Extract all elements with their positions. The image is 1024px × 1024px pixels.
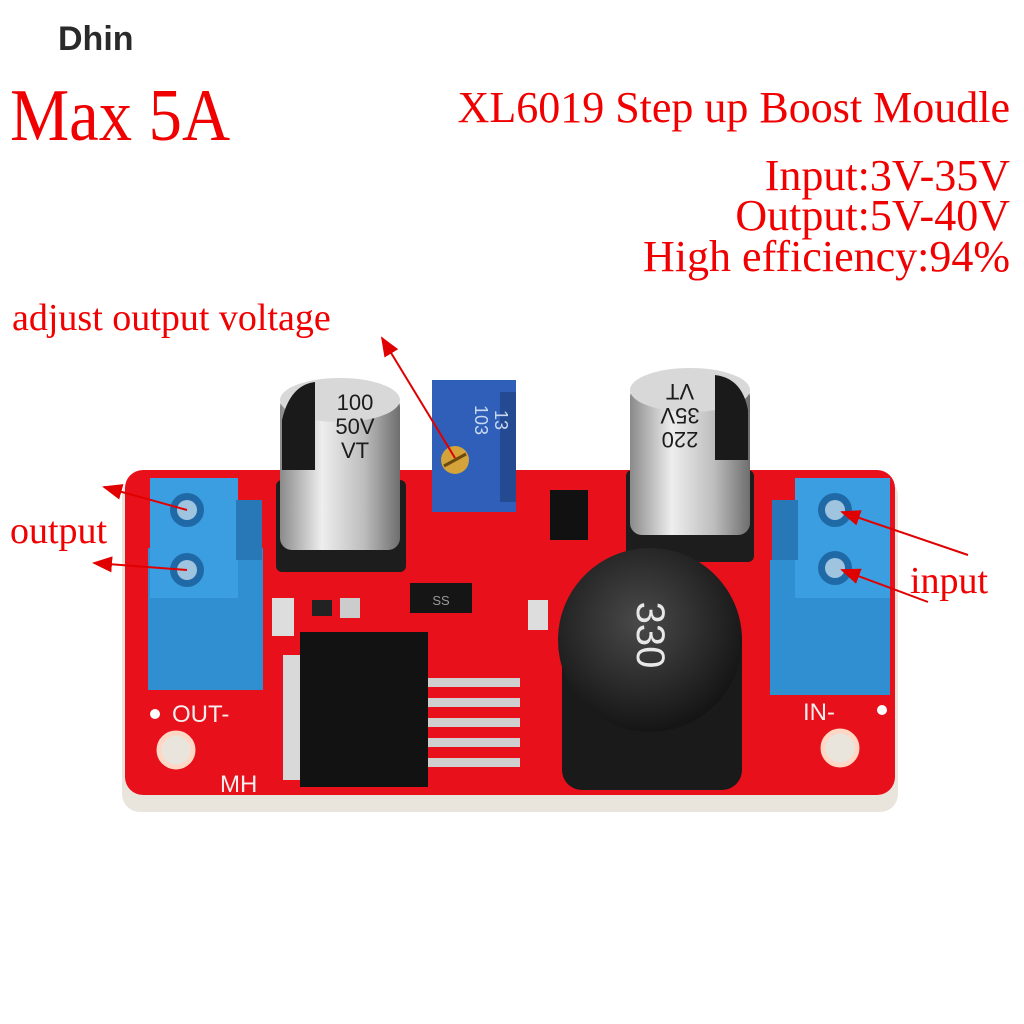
cap-series: VT: [341, 438, 369, 463]
spec-efficiency: High efficiency:94%: [643, 232, 1010, 281]
headline: Max 5A: [10, 75, 230, 157]
callout-output: output: [10, 510, 108, 552]
cap-voltage: 50V: [335, 414, 374, 439]
arrow-input: [840, 510, 969, 556]
brand-logo: Dhin: [58, 20, 134, 58]
trim-potentiometer[interactable]: 13 103: [432, 380, 516, 512]
smd-resistor: [272, 598, 294, 636]
schottky-diode: [410, 583, 472, 613]
pot-sub-label: 13: [491, 410, 511, 430]
diode-label: SS: [432, 593, 450, 608]
mh-label: MH: [220, 771, 257, 798]
callout-input: input: [910, 560, 989, 602]
cap-series: VT: [666, 379, 694, 404]
spec-input: Input:3V-35V: [765, 151, 1010, 200]
capacitor-220uf: 220 35V VT: [626, 368, 754, 562]
mounting-hole: [156, 730, 196, 770]
product-title: XL6019 Step up Boost Moudle: [458, 83, 1010, 132]
cap-voltage: 35V: [660, 403, 699, 428]
capacitor-100uf: 100 50V VT: [276, 378, 406, 572]
arrow-output: [92, 556, 188, 573]
callout-arrows: [92, 336, 969, 603]
smd-component: [550, 490, 588, 540]
inductor-value: 330: [628, 602, 672, 669]
arrow-input: [840, 568, 929, 603]
spec-output: Output:5V-40V: [735, 191, 1010, 240]
led: [340, 598, 360, 618]
out-label: OUT-: [172, 701, 229, 728]
output-terminal-block: [148, 478, 263, 690]
smd-resistor: [312, 600, 332, 616]
arrow-adjust: [380, 336, 456, 459]
pot-code: 103: [471, 405, 491, 435]
in-label: IN-: [803, 699, 835, 726]
cap-value: 220: [662, 427, 699, 452]
cap-value: 100: [337, 390, 374, 415]
inductor-330: 330: [558, 548, 742, 790]
smd-resistor: [528, 600, 548, 630]
xl6019-ic: [283, 632, 520, 787]
callout-adjust: adjust output voltage: [12, 297, 331, 339]
mounting-hole: [820, 728, 860, 768]
input-terminal-block: [770, 478, 890, 695]
arrow-output: [102, 484, 188, 511]
